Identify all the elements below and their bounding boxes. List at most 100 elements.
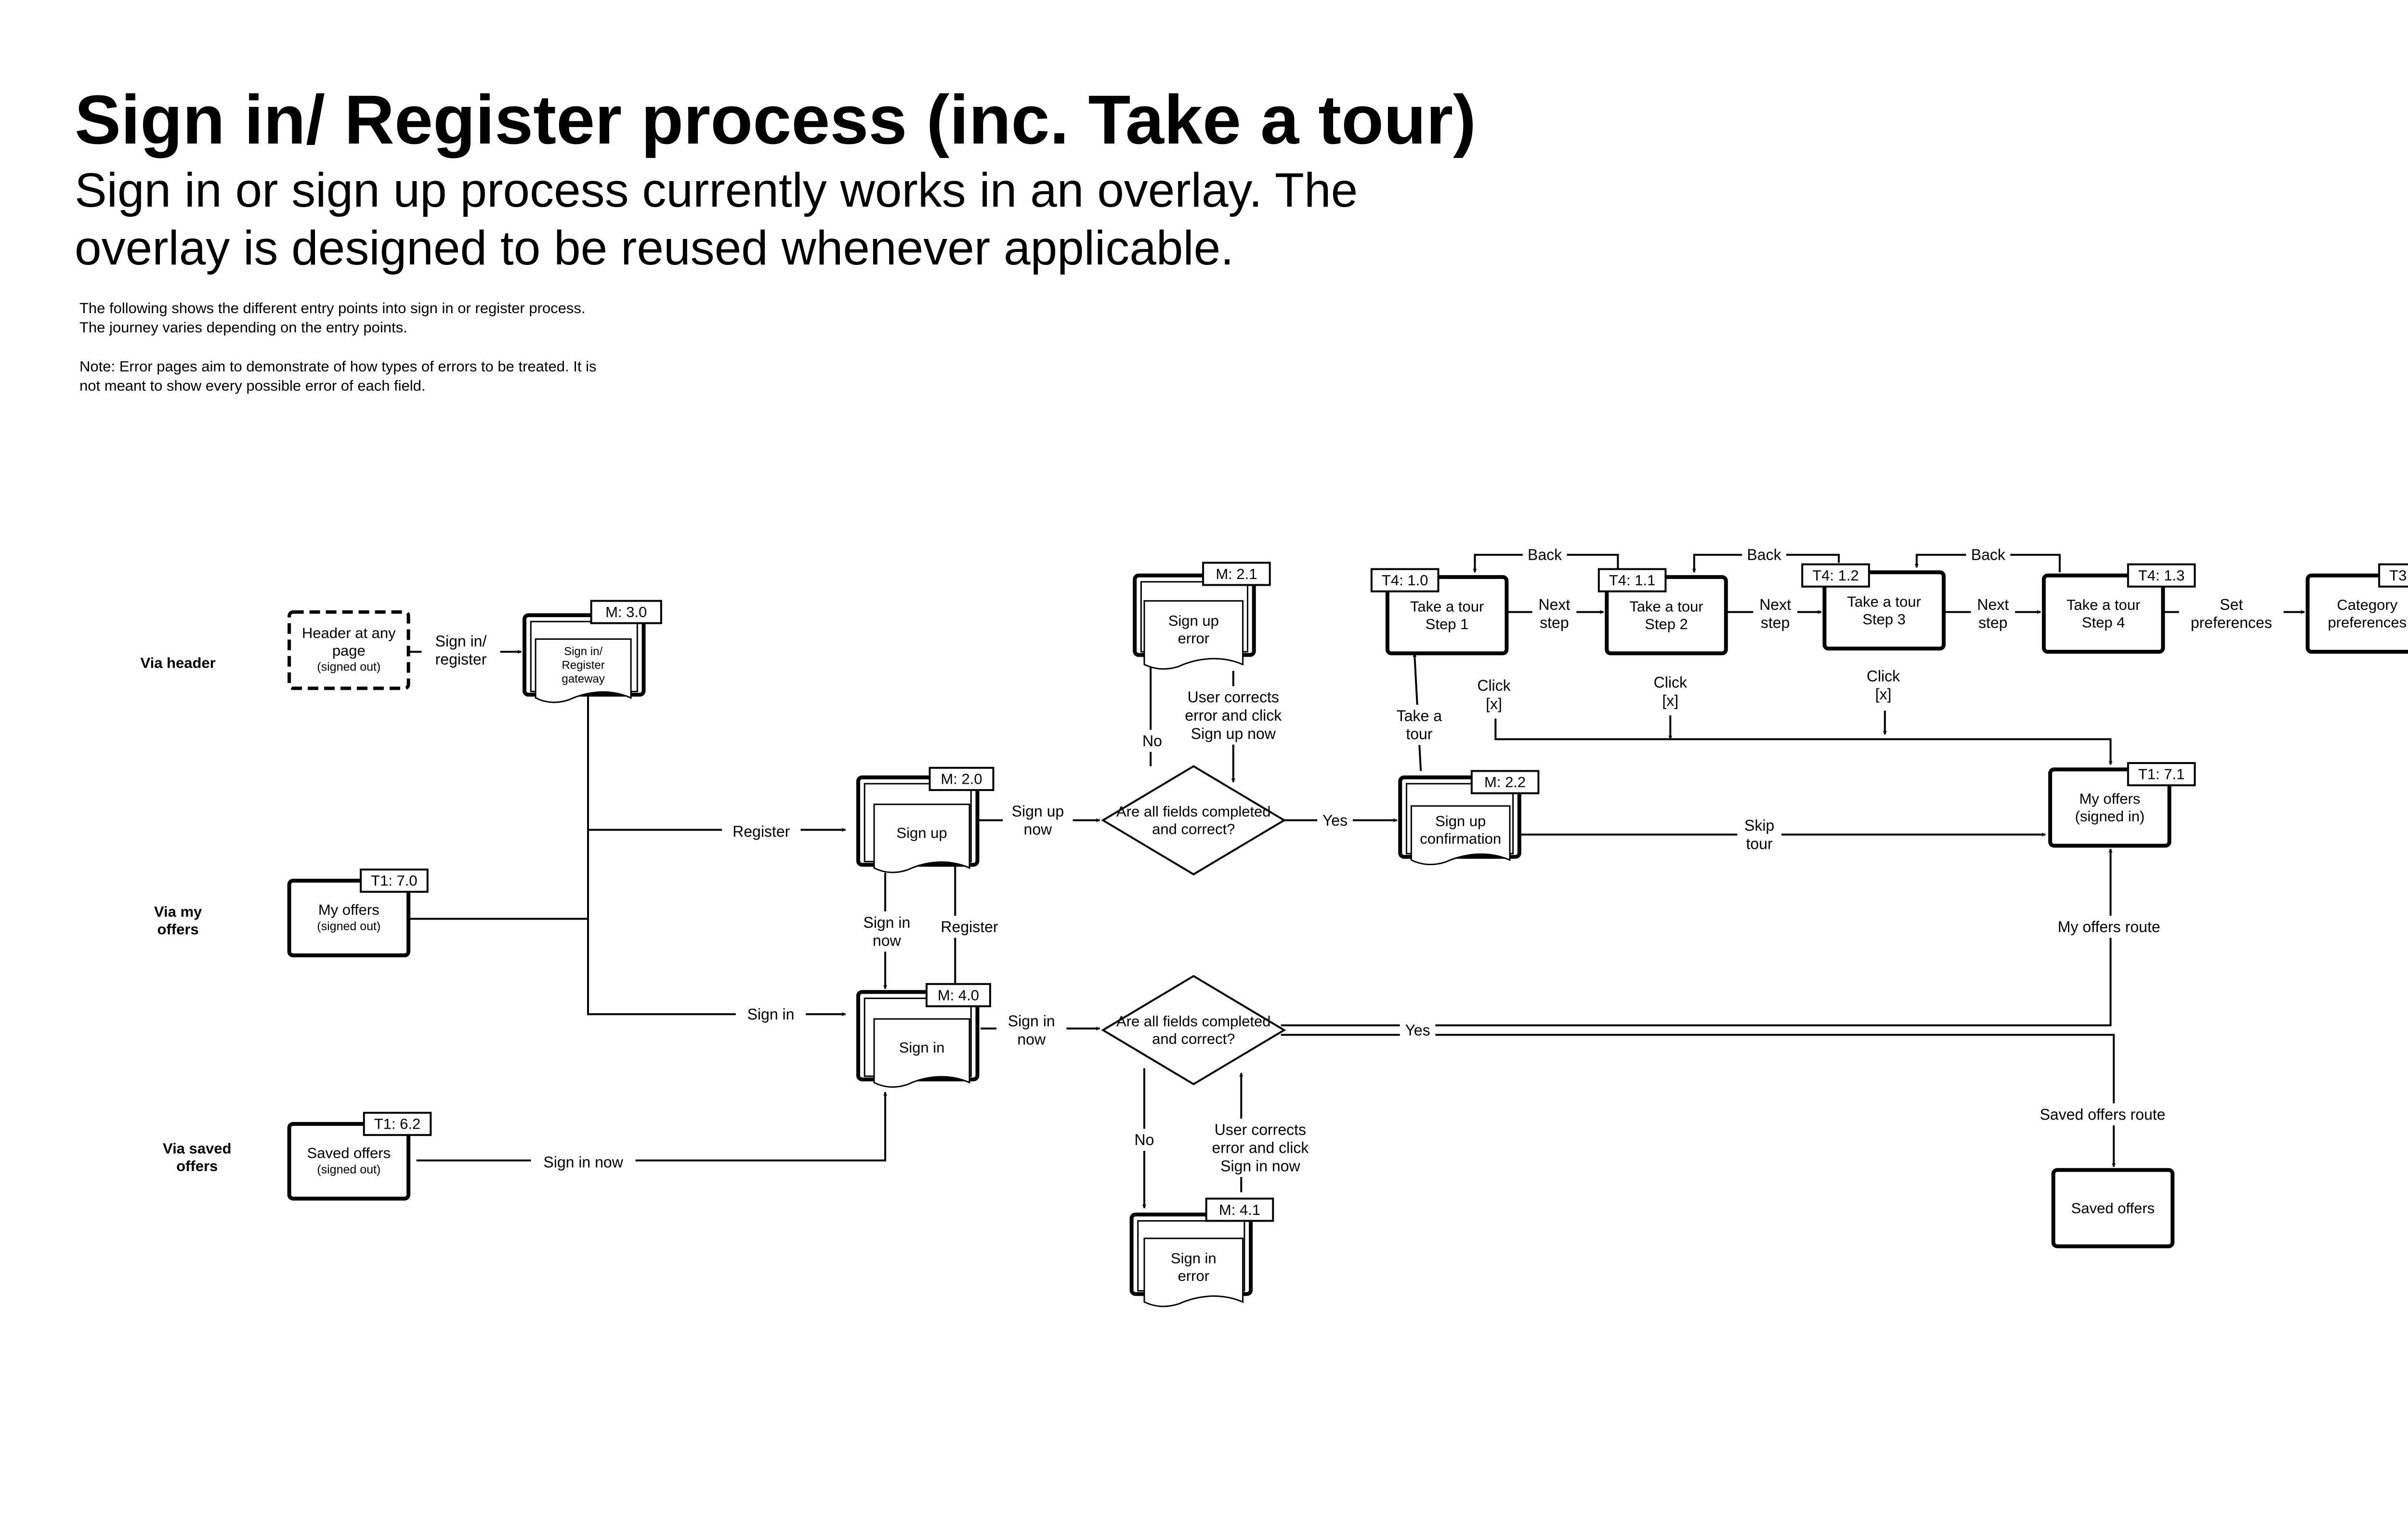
- connector-label: Saved offers route: [2040, 1106, 2165, 1123]
- connector-label: register: [435, 651, 487, 668]
- my-offers-in-node[interactable]: My offers(signed in)T1: 7.1: [2048, 762, 2196, 848]
- node-frame: [2305, 573, 2408, 654]
- label-backing: [1971, 593, 2015, 634]
- node-id-tag: [1801, 563, 1870, 588]
- connector-label: [x]: [1662, 692, 1678, 709]
- node-frame: [1385, 575, 1509, 656]
- connector-label: Click: [1654, 674, 1688, 691]
- intro-note-line: Note: Error pages aim to demonstrate of …: [79, 357, 597, 375]
- connector-label: Sign up now: [1191, 725, 1276, 742]
- node-id-text: M: 2.2: [1484, 774, 1526, 790]
- document-sheet: [873, 804, 970, 873]
- label-backing: [1139, 729, 1166, 752]
- connector-label: Set: [2220, 596, 2243, 613]
- node-id-tag: [2127, 563, 2196, 588]
- node-label: (signed in): [2075, 808, 2145, 825]
- intro-note-line: not meant to show every possible error o…: [79, 377, 426, 395]
- connector-label: error and click: [1212, 1139, 1309, 1157]
- sign-up-node[interactable]: Sign up M: 2.0: [856, 766, 995, 873]
- connector-label: No: [1142, 732, 1162, 750]
- label-backing: [1317, 809, 1353, 831]
- connector-label: Sign in: [1008, 1013, 1055, 1030]
- label-backing: [1131, 1129, 1158, 1151]
- node-id-text: M: 2.0: [941, 771, 982, 788]
- lane-label: Via saved: [163, 1140, 231, 1157]
- connector-label: step: [1978, 614, 2007, 632]
- connector-line: [1494, 718, 2113, 765]
- connector-label: No: [1135, 1131, 1154, 1148]
- connector-label: preferences: [2191, 614, 2272, 632]
- connector-line: [1281, 848, 2113, 1027]
- node-label: Step 1: [1426, 616, 1469, 632]
- node-label: Sign up: [896, 825, 947, 842]
- node-label: confirmation: [1420, 830, 1501, 847]
- my-offers-out-node[interactable]: My offers(signed out)T1: 7.0: [287, 869, 429, 958]
- label-backing: [531, 1151, 636, 1173]
- connector-label: Back: [1747, 546, 1781, 564]
- connector-label: Sign up: [1012, 803, 1064, 820]
- document-sheet: [1410, 805, 1511, 865]
- node-label: Take a tour: [1629, 598, 1703, 615]
- document-sheet: [1143, 1238, 1244, 1307]
- node-sublabel: (signed out): [317, 920, 380, 933]
- node-label: Category: [2337, 596, 2397, 613]
- saved-offers-out-node[interactable]: Saved offers(signed out)T1: 6.2: [287, 1112, 432, 1201]
- document-sheet: [535, 638, 632, 703]
- connector-label: Register: [733, 823, 790, 840]
- node-frame: [1822, 570, 1946, 651]
- saved-offers-node[interactable]: Saved offers: [2051, 1168, 2175, 1249]
- page-title: Sign in/ Register process (inc. Take a t…: [75, 81, 1477, 158]
- label-backing: [1388, 705, 1450, 745]
- node-frame: [287, 1122, 411, 1201]
- node-label: preferences: [2328, 614, 2407, 631]
- node-label: Sign in/: [564, 645, 602, 658]
- node-label: Sign up: [1435, 813, 1486, 830]
- label-backing: [1467, 674, 1520, 715]
- document-sheet: [1143, 600, 1244, 670]
- decision-diamond: [1101, 975, 1286, 1085]
- node-id-text: T4: 1.0: [1382, 572, 1428, 589]
- node-label: Sign in: [1171, 1250, 1217, 1266]
- connector-label: Sign in: [747, 1005, 795, 1023]
- connector-label: step: [1761, 614, 1790, 632]
- connectors: [408, 553, 2305, 1209]
- connector-label: tour: [1746, 835, 1773, 852]
- connector-label: now: [873, 932, 902, 949]
- node-id-tag: [590, 600, 662, 624]
- node-label: My offers: [318, 901, 380, 918]
- node-frame: [2051, 1168, 2175, 1249]
- decision-text: and correct?: [1152, 1030, 1235, 1047]
- label-backing: [1737, 814, 1781, 855]
- node-id-tag: [1202, 562, 1271, 586]
- connector-label: [x]: [1486, 695, 1502, 712]
- label-backing: [722, 820, 801, 843]
- label-backing: [1753, 593, 1797, 634]
- node-label: My offers: [2079, 790, 2140, 807]
- lane-label: Via header: [140, 655, 215, 672]
- connector-line: [1281, 1034, 2116, 1167]
- node-id-tag: [1470, 770, 1540, 794]
- sign-in-node[interactable]: Sign inM: 4.0: [856, 983, 991, 1088]
- node-label: Saved offers: [2071, 1200, 2155, 1217]
- label-backing: [2020, 1103, 2186, 1126]
- node-id-tag: [2127, 762, 2196, 787]
- node-sublabel: (signed out): [317, 660, 380, 673]
- connector-line: [416, 1092, 888, 1161]
- node-frame: [287, 879, 411, 958]
- node-id-text: T3: 6.0: [2389, 567, 2408, 584]
- connector-label: step: [1540, 614, 1569, 632]
- node-id-text: T1: 6.2: [374, 1116, 421, 1133]
